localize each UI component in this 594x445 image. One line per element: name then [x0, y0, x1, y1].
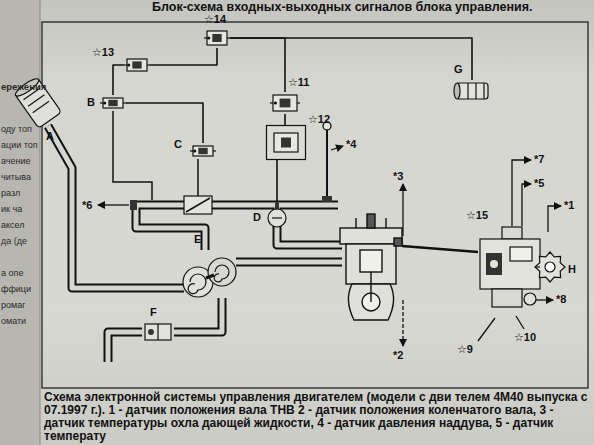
valve-outline: [190, 143, 216, 159]
fuel-line: [402, 246, 478, 252]
egr-outline: [266, 203, 288, 227]
page-fragment: читыва: [1, 172, 31, 182]
vacuum-valve: B: [100, 95, 126, 111]
component-label: D: [253, 211, 261, 223]
page-fold: [40, 0, 41, 445]
cyl-outline: [452, 80, 492, 102]
page-fragment: а опе: [1, 268, 23, 278]
diagram-frame: [42, 22, 588, 388]
page-fragment: ачение: [1, 156, 31, 166]
callout-number: ☆10: [514, 331, 536, 343]
component-label: F: [150, 306, 157, 318]
callout-number: *4: [346, 138, 356, 150]
component-label: H: [568, 263, 576, 275]
component-label: ☆13: [92, 46, 114, 58]
pipe-outline: [48, 126, 342, 362]
solenoid-valve: ☆14: [204, 28, 230, 48]
wg-outline: [142, 320, 174, 344]
page-fragment: да (де: [1, 236, 27, 246]
callout-number: ☆15: [466, 209, 488, 221]
component-label: A: [46, 130, 54, 142]
page-fragment: ик ча: [1, 204, 22, 214]
valve-outline: [100, 95, 126, 111]
callout-number: *3: [393, 170, 403, 182]
hose-line: [150, 48, 217, 65]
page-fragment: разл: [1, 188, 20, 198]
box12-outline: [266, 125, 306, 160]
hose-line: [230, 38, 285, 92]
boost-sensor: [322, 122, 332, 202]
left-page-strip: [0, 0, 40, 445]
valve-outline: [204, 28, 230, 48]
page-fragment: оду топ: [1, 124, 32, 134]
callout-number: *1: [564, 199, 574, 211]
throttle-actuator: C: [190, 143, 216, 159]
turbo-outline: [180, 248, 238, 300]
component-label: ☆11: [288, 76, 310, 88]
component-label: E: [194, 233, 201, 245]
pump-outline: [478, 225, 566, 320]
page-fragment: ффици: [1, 284, 31, 294]
valve-outline: [270, 92, 300, 114]
wastegate-valve: F: [142, 320, 174, 344]
throttle-body: [184, 196, 212, 214]
engine-drawing: [340, 214, 402, 320]
hose-line: [276, 160, 278, 203]
figure-caption: Схема электронной системы управления дви…: [44, 391, 592, 443]
vacuum-tank: G: [452, 80, 492, 102]
vacuum-hoses: [113, 111, 198, 200]
throttle-plate: [186, 198, 210, 212]
page-fragment: аксел: [1, 220, 25, 230]
component-label: ☆14: [204, 13, 226, 25]
solenoid-valve: ☆13: [124, 56, 150, 74]
solenoid-valve: ☆11: [270, 92, 300, 114]
component-label: ☆12: [308, 113, 330, 125]
valve-outline: [124, 56, 150, 74]
callout-number: ☆9: [457, 343, 473, 355]
callout-number: *8: [556, 293, 566, 305]
callout-number: *2: [393, 349, 403, 361]
component-label: B: [87, 96, 95, 108]
hose-line: [113, 65, 124, 95]
component-label: G: [454, 63, 463, 75]
callout-number: *7: [534, 153, 544, 165]
page-fragment: ережения: [1, 82, 46, 92]
intake-temp-sensor: [130, 200, 137, 210]
egr-control-valve: ☆12: [266, 125, 306, 160]
page-fragment: омати: [1, 316, 26, 326]
hose-line: [126, 103, 203, 143]
callout-number: *5: [534, 177, 544, 189]
turbocharger: E: [180, 248, 238, 300]
leader-arrows: [98, 146, 561, 346]
page-fragment: ромаг: [1, 300, 26, 310]
hose-line: [284, 114, 286, 125]
pipe-inner: [48, 126, 342, 362]
page-fragment: ации топ: [1, 140, 38, 150]
injection-pump: H: [478, 225, 566, 320]
hose-line: [230, 38, 472, 80]
component-label: C: [174, 138, 182, 150]
callout-number: *6: [82, 199, 92, 211]
egr-valve: D: [266, 203, 288, 227]
diagram-title: Блок-схема входных-выходных сигналов бло…: [152, 0, 532, 14]
